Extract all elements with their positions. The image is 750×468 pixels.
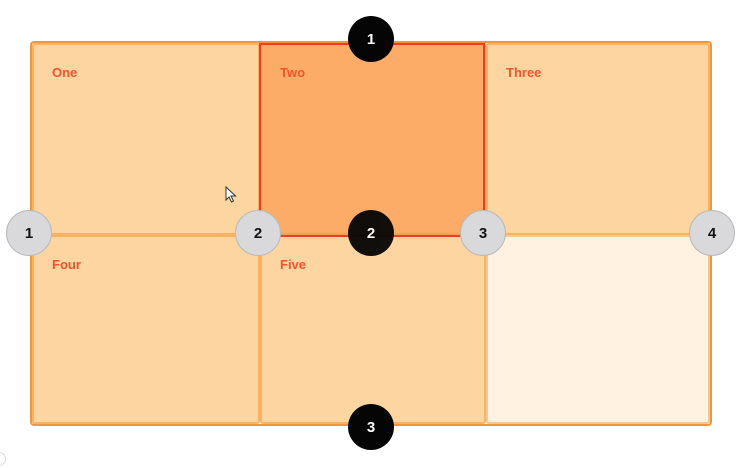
grid-cell-empty bbox=[486, 235, 710, 424]
cell-label-five: Five bbox=[280, 257, 307, 272]
corner-indicator bbox=[0, 452, 6, 466]
column-line-marker-3: 3 bbox=[460, 210, 506, 256]
grid-cell-four: Four bbox=[32, 235, 260, 424]
cell-label-two: Two bbox=[280, 65, 306, 80]
mouse-pointer-icon bbox=[225, 186, 237, 203]
cell-label-one: One bbox=[52, 65, 78, 80]
grid-cell-two: Two bbox=[260, 43, 486, 235]
column-line-marker-4: 4 bbox=[689, 210, 735, 256]
column-line-marker-1: 1 bbox=[6, 210, 52, 256]
cell-label-four: Four bbox=[52, 257, 81, 272]
row-line-marker-1: 1 bbox=[348, 16, 394, 62]
cell-label-three: Three bbox=[506, 65, 542, 80]
grid-container: One Two Three Four Five bbox=[30, 41, 712, 426]
grid-cell-one: One bbox=[32, 43, 260, 235]
row-line-marker-3: 3 bbox=[348, 404, 394, 450]
column-line-marker-2: 2 bbox=[235, 210, 281, 256]
grid-cell-three: Three bbox=[486, 43, 710, 235]
row-line-marker-2: 2 bbox=[348, 210, 394, 256]
grid-cell-five: Five bbox=[260, 235, 486, 424]
